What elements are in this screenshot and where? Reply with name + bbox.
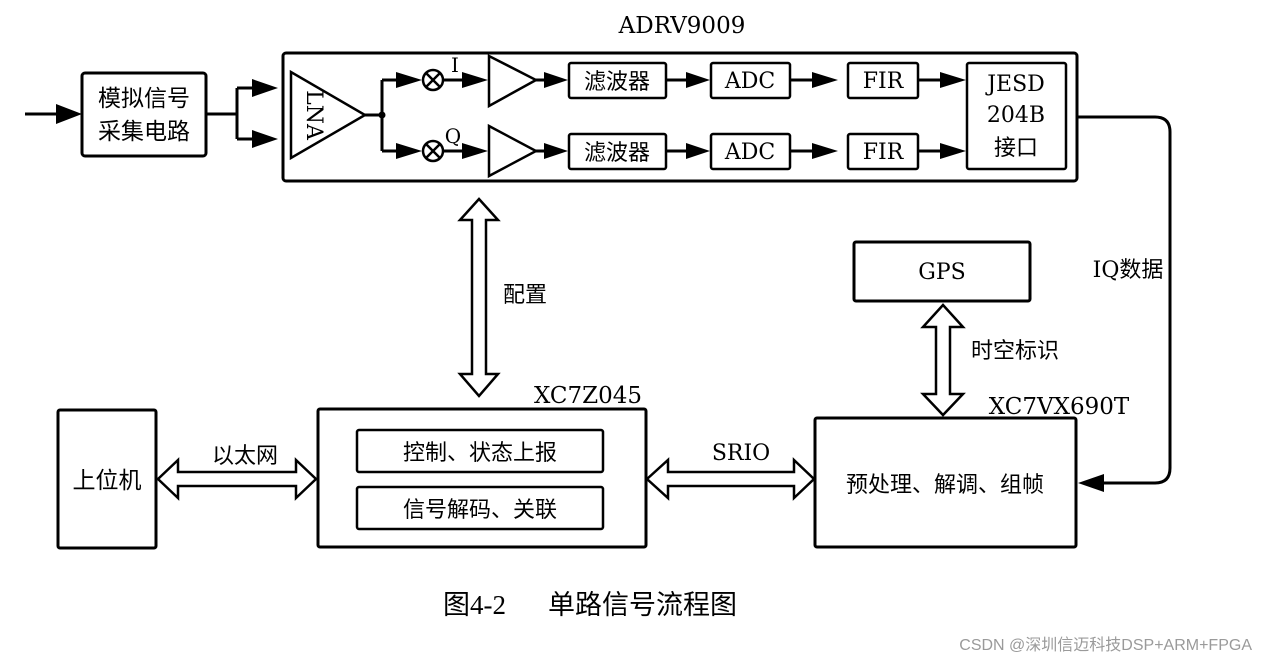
- fir-q: FIR: [846, 132, 920, 171]
- adc-q: ADC: [709, 132, 792, 171]
- adrv9009-block: [281, 51, 1079, 183]
- mixer-i: [421, 68, 445, 92]
- jesd-line1: JESD: [985, 72, 1045, 97]
- gps-label: GPS: [918, 260, 965, 285]
- lna-label: LNA: [301, 90, 326, 141]
- spacetime-double-arrow: [920, 303, 966, 417]
- adc-q-label: ADC: [724, 140, 775, 165]
- xc7vx690t-block: 预处理、解调、组帧: [813, 416, 1078, 549]
- adc-i: ADC: [709, 61, 792, 100]
- virtex-func-label: 预处理、解调、组帧: [846, 473, 1044, 498]
- filter-to-adc-arrows: [666, 72, 710, 159]
- lna-amplifier: LNA: [289, 69, 368, 161]
- jesd-line2: 204B: [987, 103, 1045, 128]
- filter-i: 滤波器: [567, 61, 668, 100]
- host-label: 上位机: [73, 468, 142, 494]
- host-pc-block: 上位机: [56, 408, 158, 550]
- iq-data-label: IQ数据: [1093, 258, 1164, 283]
- amplifier-i: [487, 53, 539, 109]
- adc-to-fir-arrows: [790, 72, 838, 159]
- xc7z045-title: XC7Z045: [534, 383, 642, 409]
- gps-block: GPS: [852, 240, 1032, 303]
- mixer-to-amp-arrows: [443, 72, 488, 159]
- zynq-control-status: 控制、状态上报: [355, 428, 605, 474]
- analog-acquisition-block: 模拟信号 采集电路: [80, 71, 208, 158]
- amp-to-filter-arrows: [536, 72, 568, 159]
- filter-q: 滤波器: [567, 132, 668, 171]
- srio-label: SRIO: [712, 441, 770, 466]
- zynq-func2-label: 信号解码、关联: [403, 498, 557, 523]
- figure-title: 单路信号流程图: [548, 590, 737, 620]
- q-channel-label: Q: [445, 124, 461, 148]
- fir-q-label: FIR: [863, 140, 905, 165]
- lna-split: [365, 72, 422, 159]
- i-channel-label: I: [451, 53, 459, 77]
- fir-to-jesd-arrows: [918, 72, 966, 159]
- adc-i-label: ADC: [724, 69, 775, 94]
- split-arrows: [206, 79, 278, 148]
- config-label: 配置: [503, 283, 547, 308]
- amplifier-q: [487, 123, 539, 179]
- figure-number: 图4-2: [443, 590, 506, 620]
- jesd-line3: 接口: [994, 136, 1038, 161]
- csdn-watermark: CSDN @深圳信迈科技DSP+ARM+FPGA: [959, 636, 1252, 654]
- ethernet-label: 以太网: [212, 444, 278, 469]
- xc7vx690t-title: XC7VX690T: [989, 394, 1130, 420]
- analog-block-line2: 采集电路: [98, 119, 190, 145]
- jesd204b-interface: JESD 204B 接口: [965, 61, 1068, 171]
- fir-i-label: FIR: [863, 69, 905, 94]
- iq-data-connector: [1077, 115, 1172, 492]
- ethernet-double-arrow: [156, 457, 318, 501]
- input-arrow: [25, 104, 82, 124]
- filter-i-label: 滤波器: [584, 70, 650, 95]
- zynq-decode-associate: 信号解码、关联: [355, 485, 605, 531]
- mixer-q: [421, 139, 445, 163]
- analog-block-line1: 模拟信号: [98, 86, 190, 112]
- adrv9009-title: ADRV9009: [618, 13, 746, 39]
- fir-i: FIR: [846, 61, 920, 100]
- filter-q-label: 滤波器: [584, 141, 650, 166]
- config-double-arrow: [457, 197, 501, 398]
- spacetime-label: 时空标识: [971, 339, 1059, 364]
- zynq-func1-label: 控制、状态上报: [403, 441, 557, 466]
- srio-double-arrow: [645, 457, 816, 501]
